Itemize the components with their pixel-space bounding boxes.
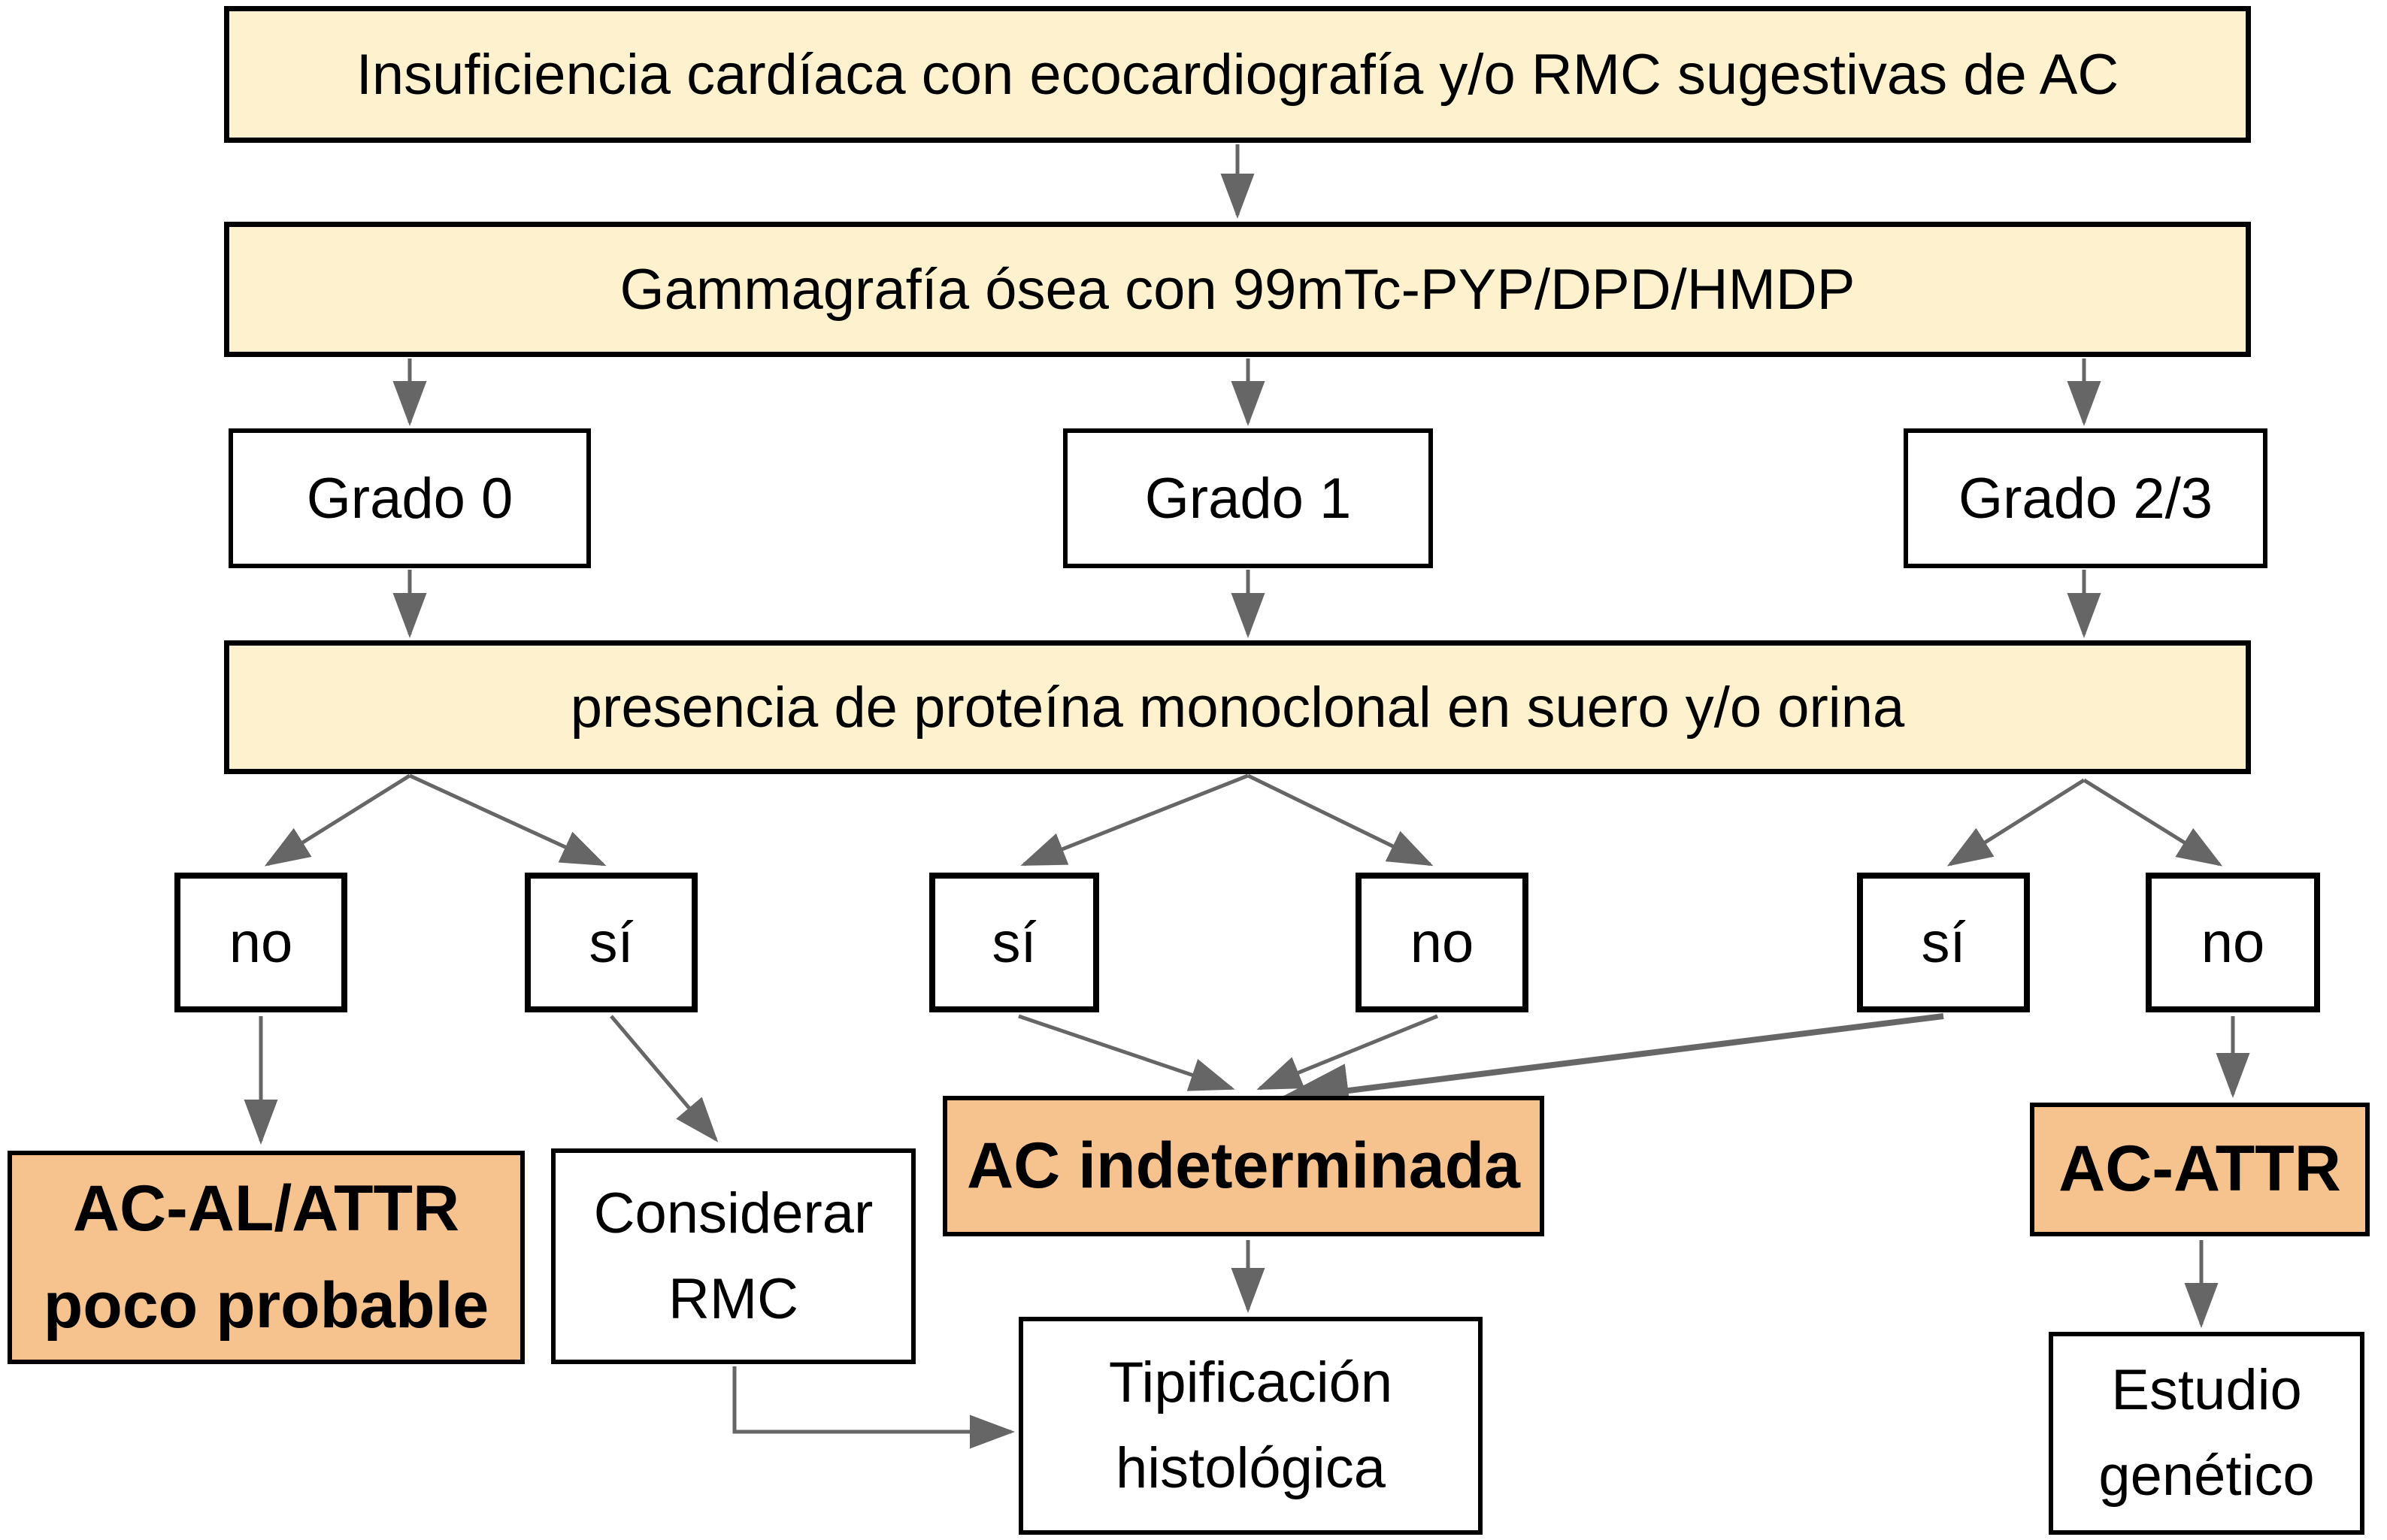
grado-2-3-label: Grado 2/3: [1958, 466, 2213, 531]
box-estudio-genetico: Estudio genético: [2049, 1332, 2364, 1535]
step-proteina-label: presencia de proteína monoclonal en suer…: [570, 675, 1905, 740]
outcome-ac-al-attr-poco-probable: AC-AL/ATTR poco probable: [8, 1151, 525, 1364]
box-si-2: sí: [525, 873, 698, 1012]
arrow-no4-to-ac-indeterminada: [1256, 1014, 1438, 1091]
ac-al-attr-line1: AC-AL/ATTR: [72, 1172, 460, 1245]
no-1-label: no: [229, 910, 293, 975]
arrow-si3-to-ac-indeterminada: [1018, 1014, 1235, 1091]
box-grado-1: Grado 1: [1063, 428, 1433, 568]
box-no-6: no: [2146, 873, 2320, 1012]
arrow-considerar-rmc-to-tipificacion: [732, 1366, 1015, 1449]
ac-indeterminada-label: AC indeterminada: [967, 1129, 1520, 1202]
arrow-presencia-to-si5: [1946, 778, 2086, 867]
step-gammagrafia-osea: Gammagrafía ósea con 99mTc-PYP/DPD/HMDP: [224, 222, 2251, 357]
box-no-1: no: [174, 873, 347, 1012]
grado-0-label: Grado 0: [306, 466, 513, 531]
box-no-4: no: [1356, 873, 1528, 1012]
considerar-rmc-line2: RMC: [668, 1266, 799, 1331]
box-grado-2-3: Grado 2/3: [1904, 428, 2267, 568]
step-gammagrafia-label: Gammagrafía ósea con 99mTc-PYP/DPD/HMDP: [619, 257, 1855, 322]
si-2-label: sí: [589, 910, 634, 975]
no-6-label: no: [2201, 910, 2265, 975]
arrow-si5-to-ac-indeterminada: [1277, 1013, 1944, 1118]
arrow-presencia-to-si2: [408, 773, 607, 867]
box-grado-0: Grado 0: [229, 428, 591, 568]
ac-attr-label: AC-ATTR: [2058, 1133, 2341, 1206]
estudio-genetico-line1: Estudio: [2111, 1358, 2302, 1422]
ac-al-attr-line2: poco probable: [43, 1269, 489, 1342]
box-tipificacion-histologica: Tipificación histológica: [1019, 1317, 1483, 1535]
si-3-label: sí: [992, 910, 1037, 975]
tipificacion-line2: histológica: [1115, 1436, 1386, 1500]
outcome-ac-indeterminada: AC indeterminada: [943, 1096, 1544, 1236]
estudio-genetico-line2: genético: [2098, 1444, 2315, 1508]
no-4-label: no: [1410, 910, 1474, 975]
arrow-presencia-to-no1: [264, 773, 411, 867]
grado-1-label: Grado 1: [1144, 466, 1352, 531]
step-insuficiencia-cardiaca: Insuficiencia cardíaca con ecocardiograf…: [224, 6, 2251, 143]
tipificacion-line1: Tipificación: [1108, 1351, 1393, 1414]
step-proteina-monoclonal: presencia de proteína monoclonal en suer…: [224, 640, 2251, 774]
arrow-presencia-to-no4: [1247, 773, 1434, 867]
outcome-ac-attr: AC-ATTR: [2030, 1103, 2370, 1236]
arrow-si2-to-considerar-rmc: [610, 1015, 719, 1142]
arrow-presencia-to-si3: [1020, 773, 1249, 867]
considerar-rmc-line1: Considerar: [593, 1181, 874, 1245]
box-considerar-rmc: Considerar RMC: [551, 1148, 916, 1364]
si-5-label: sí: [1921, 910, 1966, 975]
box-si-3: sí: [929, 873, 1099, 1012]
box-si-5: sí: [1857, 873, 2030, 1012]
arrow-presencia-to-no6: [2083, 778, 2223, 867]
step-insuficiencia-label: Insuficiencia cardíaca con ecocardiograf…: [356, 42, 2119, 107]
